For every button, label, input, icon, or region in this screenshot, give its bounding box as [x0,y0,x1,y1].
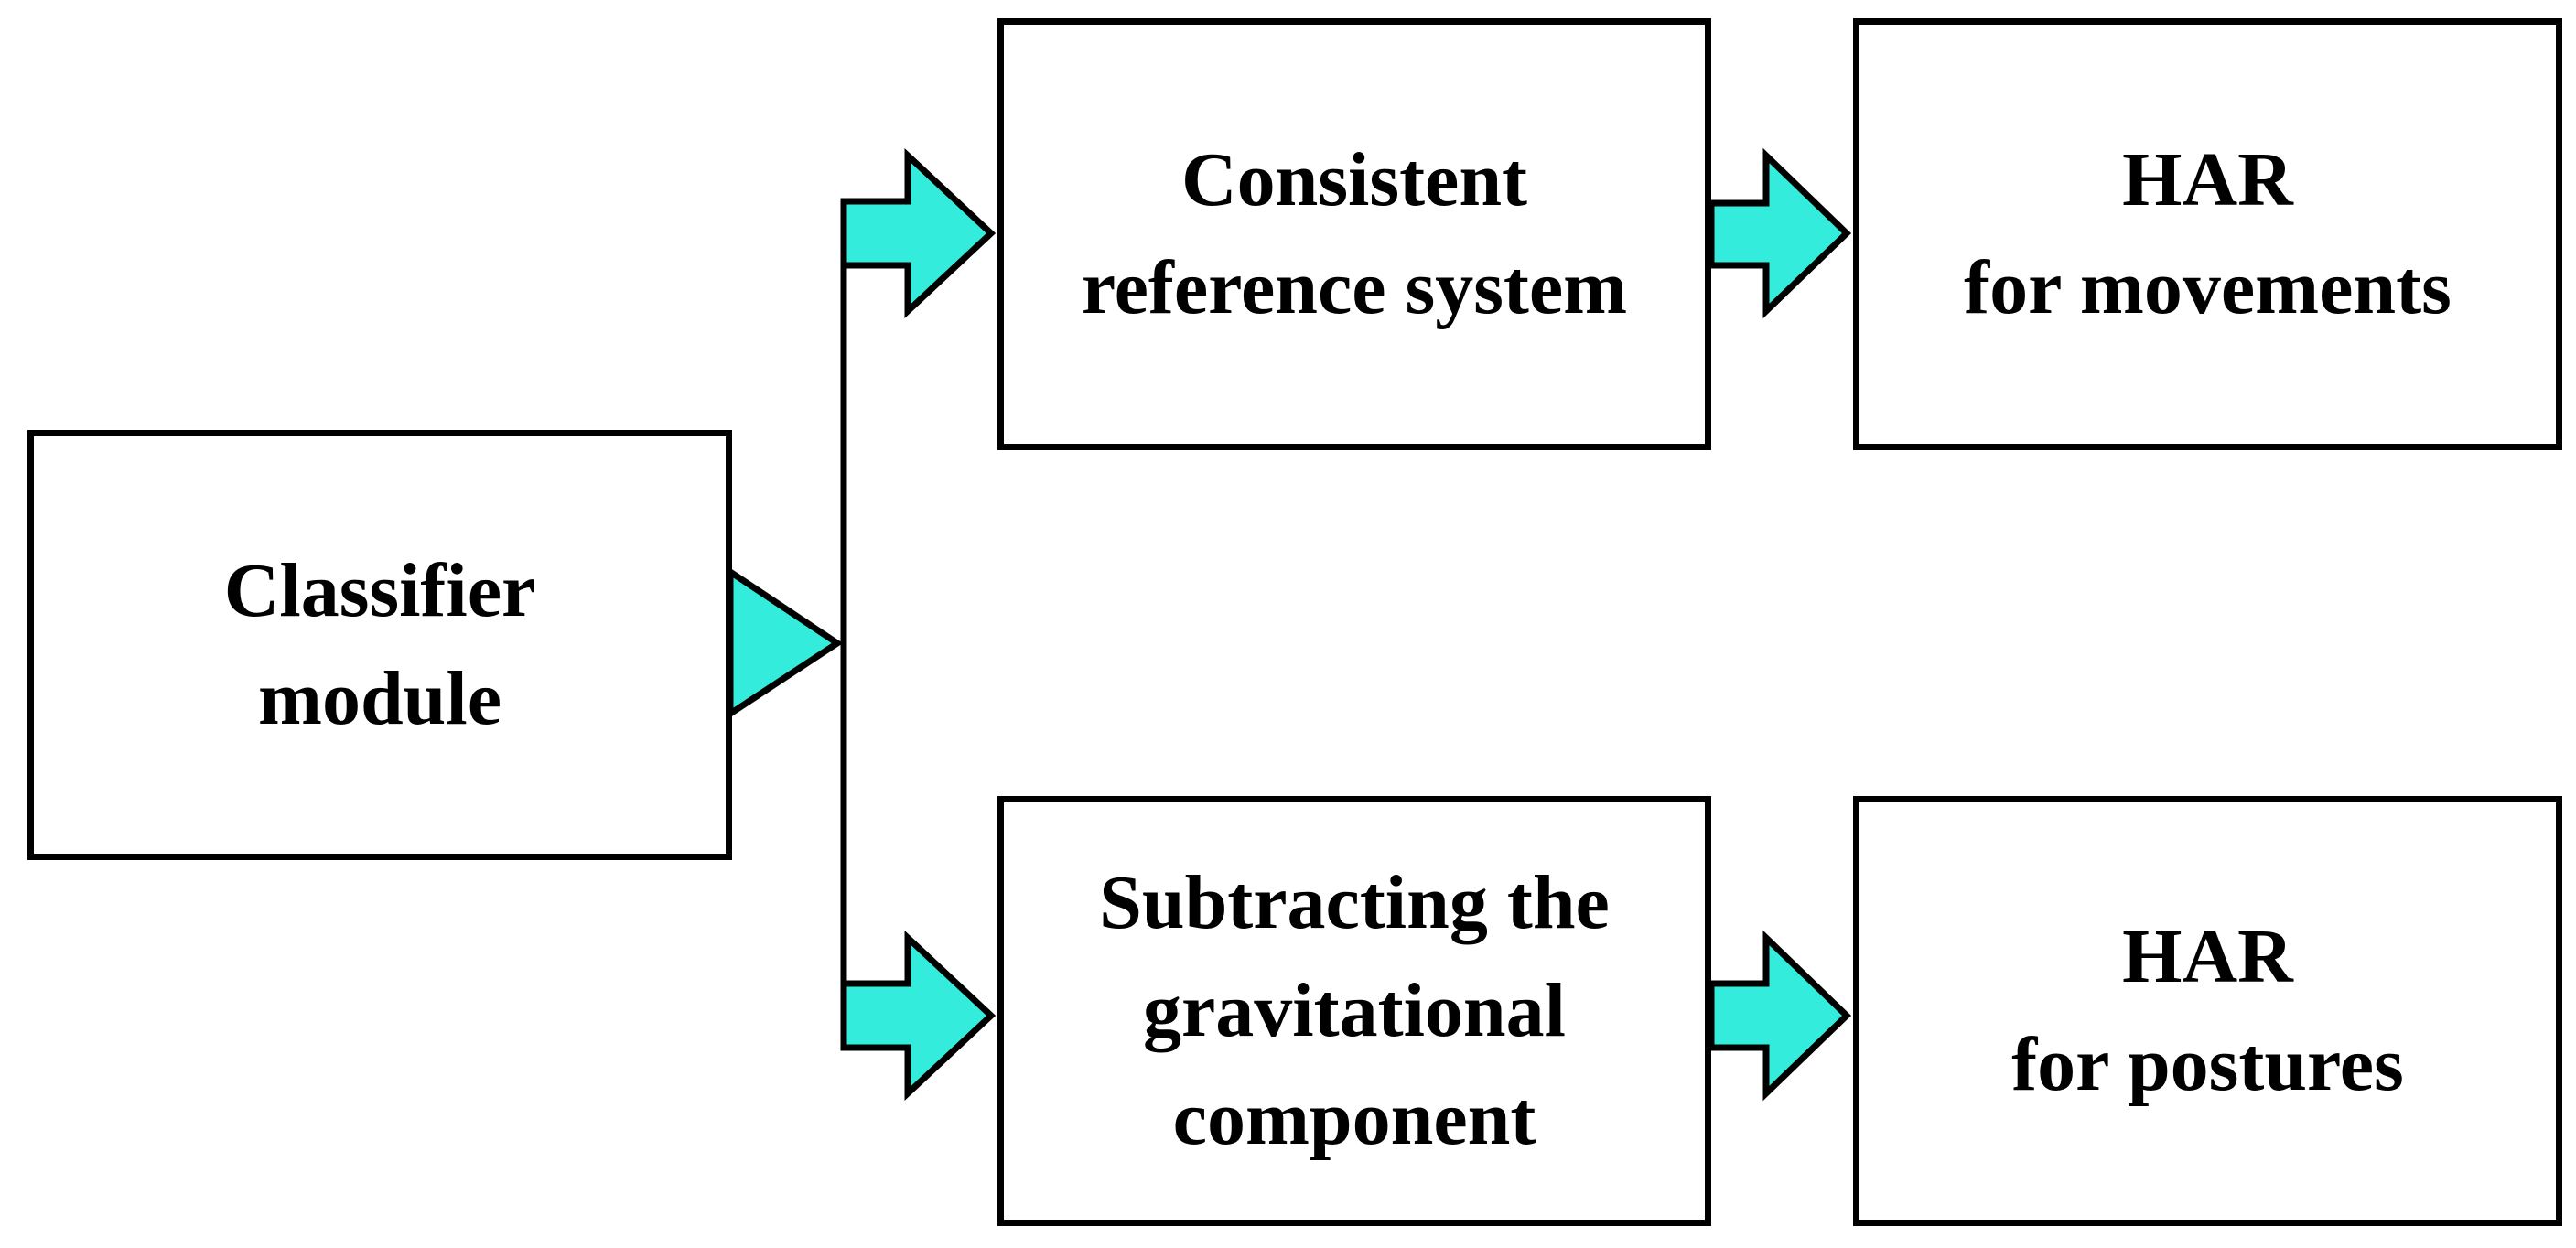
har-postures-label-line-2: for postures [2011,1022,2404,1107]
classifier-label-line-1: Classifier [223,548,536,633]
subtracting-label-line-3: component [1172,1076,1536,1161]
arrow-to-subtracting [840,930,997,1102]
classifier-label-line-2: module [257,656,502,741]
consistent-reference-system-box: Consistent reference system [997,18,1711,450]
har-postures-box: HAR for postures [1853,796,2562,1226]
subtracting-gravitational-component-box: Subtracting the gravitational component [997,796,1711,1226]
consistent-label-line-1: Consistent [1180,137,1528,222]
har-movements-label-line-1: HAR [2122,137,2293,222]
har-postures-label-line-1: HAR [2122,914,2293,999]
classifier-module-box: Classifier module [27,430,732,860]
subtracting-label-line-1: Subtracting the [1099,860,1610,945]
consistent-label-line-2: reference system [1081,245,1628,330]
subtracting-label-line-2: gravitational [1143,968,1566,1053]
arrow-to-consistent [840,147,997,319]
arrow-to-har-postures [1708,930,1852,1102]
classifier-output-arrow [727,565,844,720]
har-movements-label-line-2: for movements [1964,245,2452,330]
arrow-to-har-movements [1708,147,1852,319]
har-movements-box: HAR for movements [1853,18,2562,450]
